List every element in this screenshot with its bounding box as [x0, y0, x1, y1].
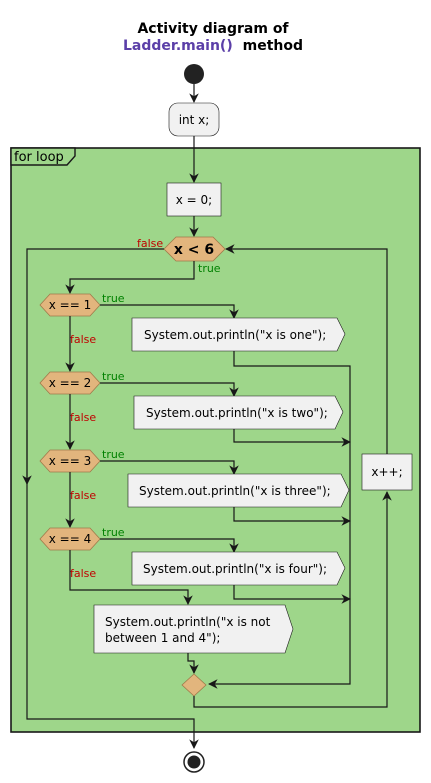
c4-false-label: false: [70, 567, 96, 580]
for-loop-frame-label: for loop: [14, 150, 64, 165]
loop-condition-label: x < 6: [174, 242, 214, 258]
c2-true-label: true: [102, 370, 125, 383]
condition-x-eq-1-label: x == 1: [49, 298, 91, 312]
action-increment-x-label: x++;: [371, 465, 402, 479]
action-print-else-label-2: between 1 and 4");: [105, 631, 220, 645]
condition-x-eq-3-label: x == 3: [49, 454, 91, 468]
c3-true-label: true: [102, 448, 125, 461]
action-print-three-label: System.out.println("x is three");: [139, 484, 331, 498]
c4-true-label: true: [102, 526, 125, 539]
diagram-title-line2: Ladder.main() method: [123, 38, 303, 54]
action-print-two: [133, 395, 344, 430]
c2-false-label: false: [70, 411, 96, 424]
action-print-four-label: System.out.println("x is four");: [143, 562, 327, 576]
c1-false-label: false: [70, 333, 96, 346]
loop-true-label: true: [198, 262, 221, 275]
action-declare-x-label: int x;: [179, 113, 210, 127]
diagram-title-method: Ladder.main(): [123, 38, 233, 54]
condition-x-eq-4-label: x == 4: [49, 532, 91, 546]
loop-condition-diamond: [163, 236, 226, 262]
condition-x-eq-2-label: x == 2: [49, 376, 91, 390]
action-increment-x: [361, 453, 413, 491]
action-print-else-label-1: System.out.println("x is not: [105, 615, 271, 629]
action-init-x: [166, 182, 222, 217]
action-print-one: [131, 317, 346, 352]
end-node-inner: [187, 755, 201, 769]
start-node: [184, 64, 204, 84]
loop-false-label: false: [137, 237, 163, 250]
action-print-two-label: System.out.println("x is two");: [146, 406, 328, 420]
action-print-else: [93, 604, 294, 654]
for-loop-frame-tab: [10, 147, 76, 166]
diagram-title-line1: Activity diagram of: [137, 21, 289, 37]
action-print-four: [131, 551, 346, 586]
action-init-x-label: x = 0;: [176, 193, 212, 207]
diagram-title-suffix: method: [243, 38, 303, 54]
action-print-three: [127, 473, 350, 508]
c1-true-label: true: [102, 292, 125, 305]
action-print-one-label: System.out.println("x is one");: [144, 328, 326, 342]
c3-false-label: false: [70, 489, 96, 502]
